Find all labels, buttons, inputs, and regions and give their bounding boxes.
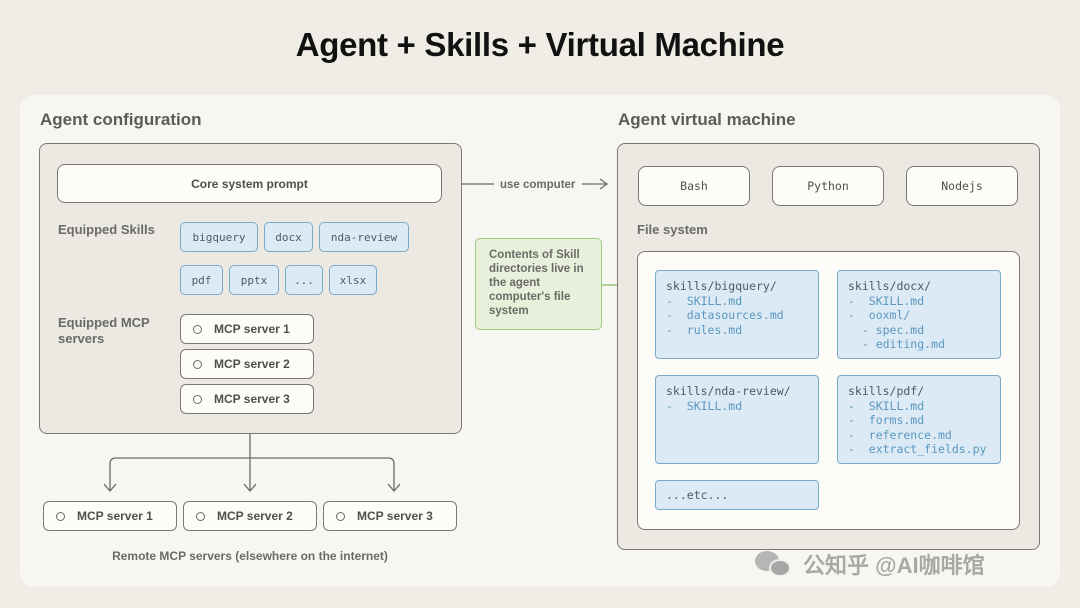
file-entry: - ooxml/ <box>848 308 911 322</box>
server-status-icon <box>193 359 202 369</box>
server-status-icon <box>193 394 202 404</box>
directory-name: skills/docx/ <box>848 279 932 293</box>
use-computer-label: use computer <box>500 179 576 191</box>
skill-chip-xlsx[interactable]: xlsx <box>329 265 377 295</box>
runtime-bash[interactable]: Bash <box>638 166 750 206</box>
mcp-server-label: MCP server 2 <box>214 357 290 371</box>
core-system-prompt[interactable]: Core system prompt <box>57 164 442 203</box>
file-entry: - forms.md <box>848 413 925 427</box>
server-status-icon <box>56 511 65 521</box>
wechat-icon <box>755 549 795 579</box>
equipped-mcp-server-1[interactable]: MCP server 1 <box>180 314 314 344</box>
server-status-icon <box>196 511 205 521</box>
directory-pdf[interactable]: skills/pdf/ - SKILL.md - forms.md - refe… <box>837 375 1001 464</box>
server-status-icon <box>193 324 202 334</box>
watermark: 公知乎 @AI咖啡馆 <box>755 548 985 580</box>
equipped-mcp-server-3[interactable]: MCP server 3 <box>180 384 314 414</box>
skill-chip-pptx[interactable]: pptx <box>229 265 279 295</box>
directory-bigquery[interactable]: skills/bigquery/ - SKILL.md - datasource… <box>655 270 819 359</box>
file-entry: - extract_fields.py <box>848 442 987 456</box>
mcp-server-label: MCP server 2 <box>217 509 293 523</box>
file-entry: - datasources.md <box>666 308 784 322</box>
file-entry: - SKILL.md <box>666 398 743 413</box>
file-entry: - spec.md <box>848 322 925 337</box>
remote-mcp-server-1[interactable]: MCP server 1 <box>43 501 177 531</box>
file-entry: - SKILL.md <box>666 293 743 308</box>
remote-mcp-server-3[interactable]: MCP server 3 <box>323 501 457 531</box>
file-entry: - editing.md <box>848 337 945 351</box>
skill-chip-nda-review[interactable]: nda-review <box>319 222 409 252</box>
mcp-server-label: MCP server 1 <box>77 509 153 523</box>
runtime-nodejs[interactable]: Nodejs <box>906 166 1018 206</box>
mcp-server-label: MCP server 3 <box>357 509 433 523</box>
mcp-server-label: MCP server 3 <box>214 392 290 406</box>
skill-chip-more[interactable]: ... <box>285 265 323 295</box>
skill-chip-bigquery[interactable]: bigquery <box>180 222 258 252</box>
diagram-title: Agent + Skills + Virtual Machine <box>295 26 785 63</box>
directory-docx[interactable]: skills/docx/ - SKILL.md - ooxml/ - spec.… <box>837 270 1001 359</box>
directory-name: skills/bigquery/ <box>666 279 777 293</box>
runtime-python[interactable]: Python <box>772 166 884 206</box>
file-entry: - SKILL.md <box>848 398 925 413</box>
file-entry: - rules.md <box>666 322 743 337</box>
equipped-mcp-server-2[interactable]: MCP server 2 <box>180 349 314 379</box>
file-system-label: File system <box>637 222 708 237</box>
equipped-skills-label: Equipped Skills <box>58 222 155 237</box>
directory-name: skills/pdf/ <box>848 384 925 398</box>
directory-name: skills/nda-review/ <box>666 384 791 398</box>
agent-vm-heading: Agent virtual machine <box>618 110 796 129</box>
watermark-text: 公知乎 @AI咖啡馆 <box>803 553 985 578</box>
file-entry: - reference.md <box>848 427 952 442</box>
directory-etc[interactable]: ...etc... <box>655 480 819 510</box>
file-entry: - SKILL.md <box>848 293 925 308</box>
equipped-mcp-label: Equipped MCP servers <box>58 315 150 346</box>
skill-chip-docx[interactable]: docx <box>264 222 313 252</box>
remote-mcp-server-2[interactable]: MCP server 2 <box>183 501 317 531</box>
directory-etc-label: ...etc... <box>666 488 729 502</box>
skill-chip-pdf[interactable]: pdf <box>180 265 223 295</box>
mcp-server-label: MCP server 1 <box>214 322 290 336</box>
remote-mcp-caption: Remote MCP servers (elsewhere on the int… <box>112 549 388 563</box>
server-status-icon <box>336 511 345 521</box>
agent-configuration-heading: Agent configuration <box>40 110 202 129</box>
directory-nda-review[interactable]: skills/nda-review/ - SKILL.md <box>655 375 819 464</box>
skill-directories-note: Contents of Skill directories live in th… <box>475 238 602 330</box>
